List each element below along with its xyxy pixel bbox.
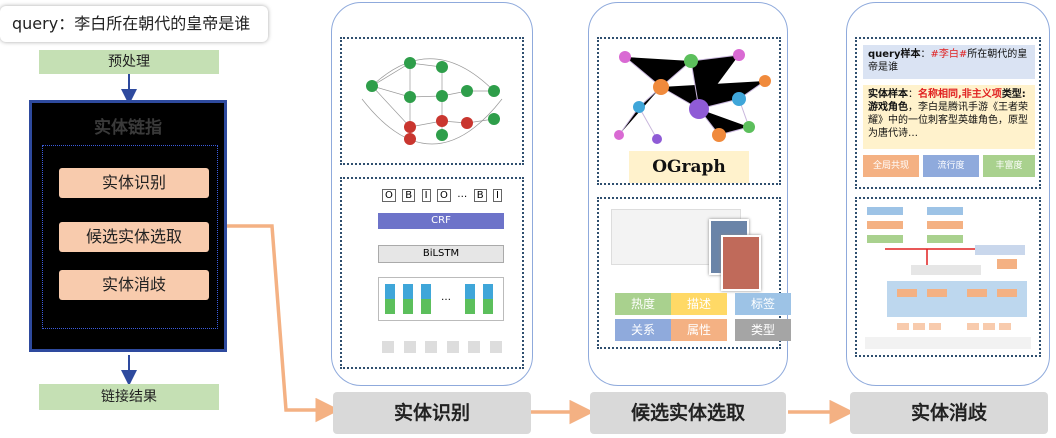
feature-chip: 丰富度 — [983, 155, 1035, 177]
embedding-ellipsis: … — [441, 292, 451, 303]
query-sample: query样本：#李白#所在朝代的皇帝是谁 — [863, 45, 1035, 79]
query-box: query：李白所在朝代的皇帝是谁 — [0, 6, 268, 42]
entity-linking-title: 实体链指 — [94, 118, 162, 138]
entity-sample-highlight: 名称相同,非主义项 — [918, 89, 1002, 100]
candidate-panel: OGraph 热度 描述 标签 关系 属性 类型 — [588, 2, 791, 386]
stage-label-candidate: 候选实体选取 — [590, 392, 786, 434]
feature-tag: 类型 — [735, 319, 791, 341]
embedding-vector — [403, 284, 413, 314]
tag-token: O — [382, 189, 396, 202]
graph-image-box — [340, 37, 524, 165]
feature-tag: 标签 — [735, 293, 791, 315]
crf-layer: CRF — [378, 213, 504, 229]
tag-token: B — [473, 189, 487, 202]
feature-tag: 描述 — [671, 293, 727, 315]
photo-thumbnail — [721, 235, 761, 291]
ograph-box: OGraph — [597, 37, 781, 185]
disambiguation-panel: query样本：#李白#所在朝代的皇帝是谁 实体样本：名称相同,非主义项类型:游… — [846, 2, 1050, 386]
query-sample-label: query样本 — [868, 49, 921, 60]
bilstm-crf-box: O B I O … B I CRF BiLSTM … — [340, 177, 524, 369]
bilstm-layer: BiLSTM — [378, 245, 504, 263]
tag-token: … — [457, 189, 468, 200]
feature-tag: 热度 — [615, 293, 671, 315]
query-text: 李白所在朝代的皇帝是谁 — [74, 14, 251, 33]
stage-label-disambiguation: 实体消歧 — [850, 392, 1048, 434]
step-disambiguation: 实体消歧 — [59, 270, 209, 300]
embedding-vector — [465, 284, 475, 314]
knowledge-features-box: 热度 描述 标签 关系 属性 类型 — [597, 197, 791, 349]
model-diagram-box — [855, 197, 1041, 357]
recognition-panel: O B I O … B I CRF BiLSTM … — [331, 2, 533, 386]
embedding-layer: … — [378, 277, 504, 321]
tag-token: O — [436, 189, 451, 202]
tag-token: B — [402, 189, 416, 202]
tag-sequence: O B I O … B I — [382, 189, 502, 202]
entity-sample-type: 类型:游戏角色 — [868, 89, 1026, 113]
tag-token: I — [492, 189, 502, 202]
entity-linking-box: 实体链指 实体识别 候选实体选取 实体消歧 — [29, 100, 227, 352]
entity-sample-label: 实体样本 — [868, 89, 908, 100]
query-sample-mark: #李白# — [930, 49, 968, 60]
feature-tag: 属性 — [671, 319, 727, 341]
query-sample-rest: 所在朝代的皇帝是谁 — [868, 49, 1028, 73]
feature-chip: 全局共现 — [863, 155, 919, 177]
sample-card-box: query样本：#李白#所在朝代的皇帝是谁 实体样本：名称相同,非主义项类型:游… — [855, 37, 1041, 189]
feature-chip: 流行度 — [923, 155, 979, 177]
feature-tag: 关系 — [615, 319, 671, 341]
input-tokens — [382, 341, 502, 353]
entity-sample-desc: ，李白是腾讯手游《王者荣耀》中的一位刺客型英雄角色，原型为唐代诗… — [868, 102, 1028, 139]
ograph-label: OGraph — [629, 151, 749, 183]
tag-token: I — [421, 189, 431, 202]
preprocess-box: 预处理 — [39, 50, 219, 74]
disambiguation-model-image — [865, 207, 1031, 349]
lattice-graph-image — [361, 57, 503, 145]
entity-sample: 实体样本：名称相同,非主义项类型:游戏角色，李白是腾讯手游《王者荣耀》中的一位刺… — [863, 85, 1035, 149]
embedding-vector — [421, 284, 431, 314]
arrow-link-to-recognition — [226, 224, 340, 423]
step-recognition: 实体识别 — [59, 168, 209, 198]
step-candidate: 候选实体选取 — [59, 222, 209, 252]
embedding-vector — [385, 284, 395, 314]
ograph-network-image — [614, 49, 771, 144]
result-box: 链接结果 — [39, 384, 219, 410]
stage-label-recognition: 实体识别 — [333, 392, 531, 434]
embedding-vector — [483, 284, 493, 314]
entity-linking-steps: 实体识别 候选实体选取 实体消歧 — [42, 145, 218, 329]
query-prefix: query： — [12, 14, 75, 33]
